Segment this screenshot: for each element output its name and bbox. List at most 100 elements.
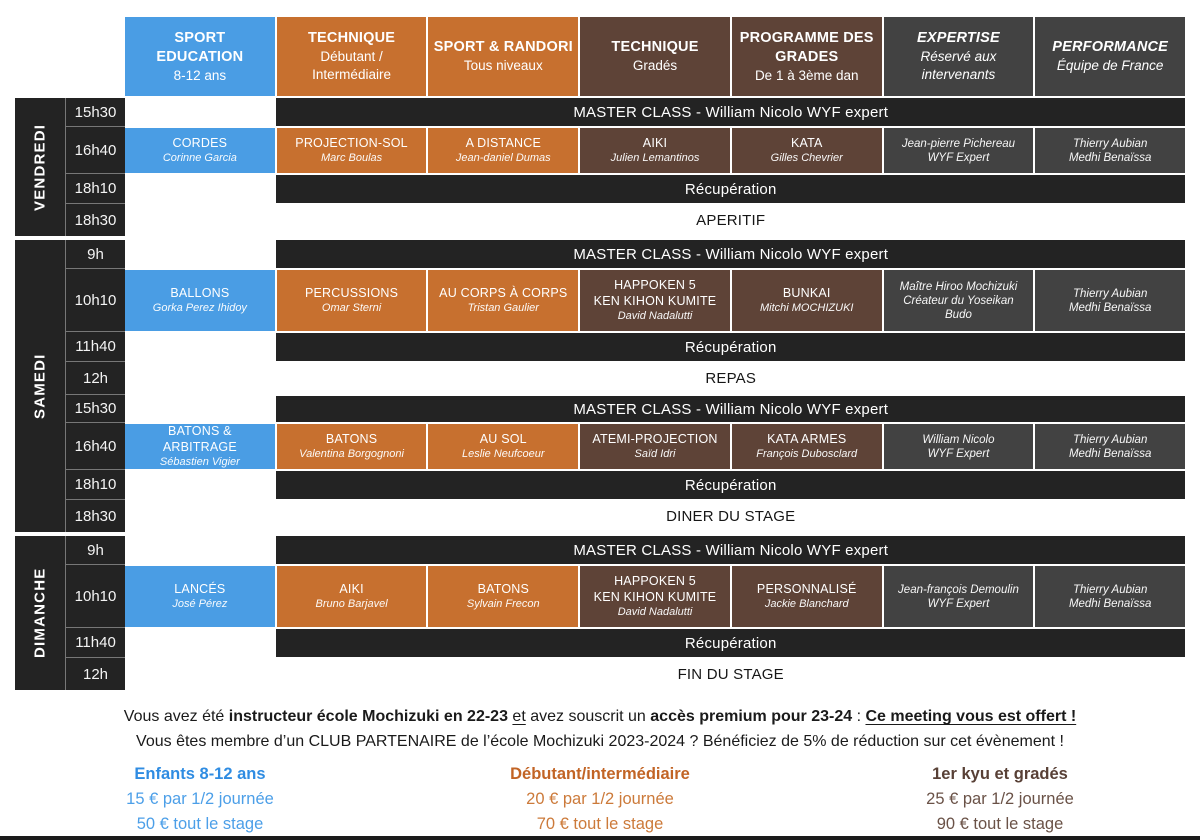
- session-teacher: Maître Hiroo Mochizuki: [899, 280, 1018, 293]
- event-bar: REPAS: [276, 361, 1185, 394]
- session-title: AU CORPS À CORPS: [439, 285, 568, 300]
- empty-cell: [125, 657, 277, 690]
- session-title: PROJECTION-SOL: [295, 135, 408, 150]
- row-content: MASTER CLASS - William Nicolo WYF expert: [125, 536, 1185, 564]
- empty-cell: [125, 240, 277, 268]
- session-teacher: Medhi Benaïssa: [1068, 597, 1152, 610]
- note-segment: Ce meeting vous est offert !: [865, 708, 1077, 725]
- session-title: PERCUSSIONS: [304, 285, 399, 300]
- session-title: AU SOL: [479, 431, 527, 446]
- row-content: MASTER CLASS - William Nicolo WYF expert: [125, 394, 1185, 422]
- recovery-bar: Récupération: [276, 627, 1185, 657]
- event-bar: DINER DU STAGE: [276, 499, 1185, 532]
- price-line: 90 € tout le stage: [936, 815, 1064, 833]
- empty-cell: [125, 173, 277, 203]
- recovery-bar: Récupération: [276, 469, 1185, 499]
- time-label: 9h: [65, 536, 125, 564]
- time-label: 15h30: [65, 98, 125, 126]
- session-teacher: Bruno Barjavel: [315, 598, 388, 611]
- column-subtitle: 8-12 ans: [173, 67, 227, 83]
- price-title: 1er kyu et gradés: [932, 765, 1068, 783]
- session-title: AIKI: [642, 135, 668, 150]
- price-line: 20 € par 1/2 journée: [526, 790, 674, 808]
- session-title: KEN KIHON KUMITE: [593, 293, 717, 308]
- empty-cell: [125, 499, 277, 532]
- empty-cell: [125, 331, 277, 361]
- session-title: A DISTANCE: [465, 135, 541, 150]
- schedule-row: 12h REPAS: [65, 361, 1185, 394]
- empty-cell: [125, 536, 277, 564]
- master-class-bar: MASTER CLASS - William Nicolo WYF expert: [276, 536, 1185, 564]
- time-label: 12h: [65, 361, 125, 394]
- session-teacher: Tristan Gaulier: [467, 302, 539, 315]
- note-segment: instructeur école Mochizuki en 22-23: [228, 708, 508, 725]
- bottom-edge-bar: [0, 836, 1200, 840]
- column-subtitle: Débutant /: [320, 49, 383, 64]
- time-label: 10h10: [65, 564, 125, 627]
- time-label: 18h30: [65, 203, 125, 236]
- session-teacher: Thierry Aubian: [1072, 137, 1148, 150]
- master-class-bar: MASTER CLASS - William Nicolo WYF expert: [276, 394, 1185, 422]
- empty-cell: [125, 469, 277, 499]
- recovery-bar: Récupération: [276, 173, 1185, 203]
- session-title: PERSONNALISÉ: [756, 581, 857, 596]
- session-title: BALLONS: [170, 285, 230, 300]
- session-teacher: David Nadalutti: [617, 310, 693, 322]
- day-rows: 9h MASTER CLASS - William Nicolo WYF expe…: [65, 536, 1186, 690]
- session-teacher: Gilles Chevrier: [770, 152, 843, 165]
- row-content: Récupération: [125, 331, 1185, 361]
- column-title: TECHNIQUE: [307, 30, 396, 46]
- session-title: KATA: [790, 135, 823, 150]
- day-label: DIMANCHE: [15, 536, 65, 690]
- row-content: FIN DU STAGE: [125, 657, 1185, 690]
- session-teacher: Thierry Aubian: [1072, 583, 1148, 596]
- session-teacher: Leslie Neufcoeur: [462, 448, 545, 461]
- note-segment: avez souscrit un: [525, 708, 651, 725]
- column-subtitle: Réservé aux: [920, 49, 997, 64]
- session-teacher: Sébastien Vigier: [159, 456, 240, 468]
- session-teacher: Créateur du Yoseikan Budo: [903, 294, 1014, 321]
- time-label: 18h10: [65, 173, 125, 203]
- session-title: AIKI: [339, 581, 364, 596]
- time-label: 15h30: [65, 394, 125, 422]
- time-label: 16h40: [65, 126, 125, 173]
- note-line-1: Vous avez été instructeur école Mochizuk…: [0, 704, 1200, 729]
- price-line: 70 € tout le stage: [536, 815, 664, 833]
- session-cell: AIKI Bruno Barjavel: [276, 564, 429, 627]
- session-title: LANCÉS: [174, 581, 226, 596]
- session-title: KEN KIHON KUMITE: [593, 589, 717, 604]
- time-label: 18h30: [65, 499, 125, 532]
- row-content: Récupération: [125, 469, 1185, 499]
- row-content: MASTER CLASS - William Nicolo WYF expert: [125, 240, 1185, 268]
- column-title: SPORT: [174, 29, 226, 46]
- column-title: PERFORMANCE: [1052, 39, 1169, 55]
- session-teacher: William Nicolo: [922, 433, 995, 446]
- price-line: 25 € par 1/2 journée: [926, 790, 1074, 808]
- column-title: EDUCATION: [156, 48, 244, 65]
- session-teacher: WYF Expert: [927, 151, 990, 164]
- schedule-row: 9h MASTER CLASS - William Nicolo WYF expe…: [65, 536, 1185, 564]
